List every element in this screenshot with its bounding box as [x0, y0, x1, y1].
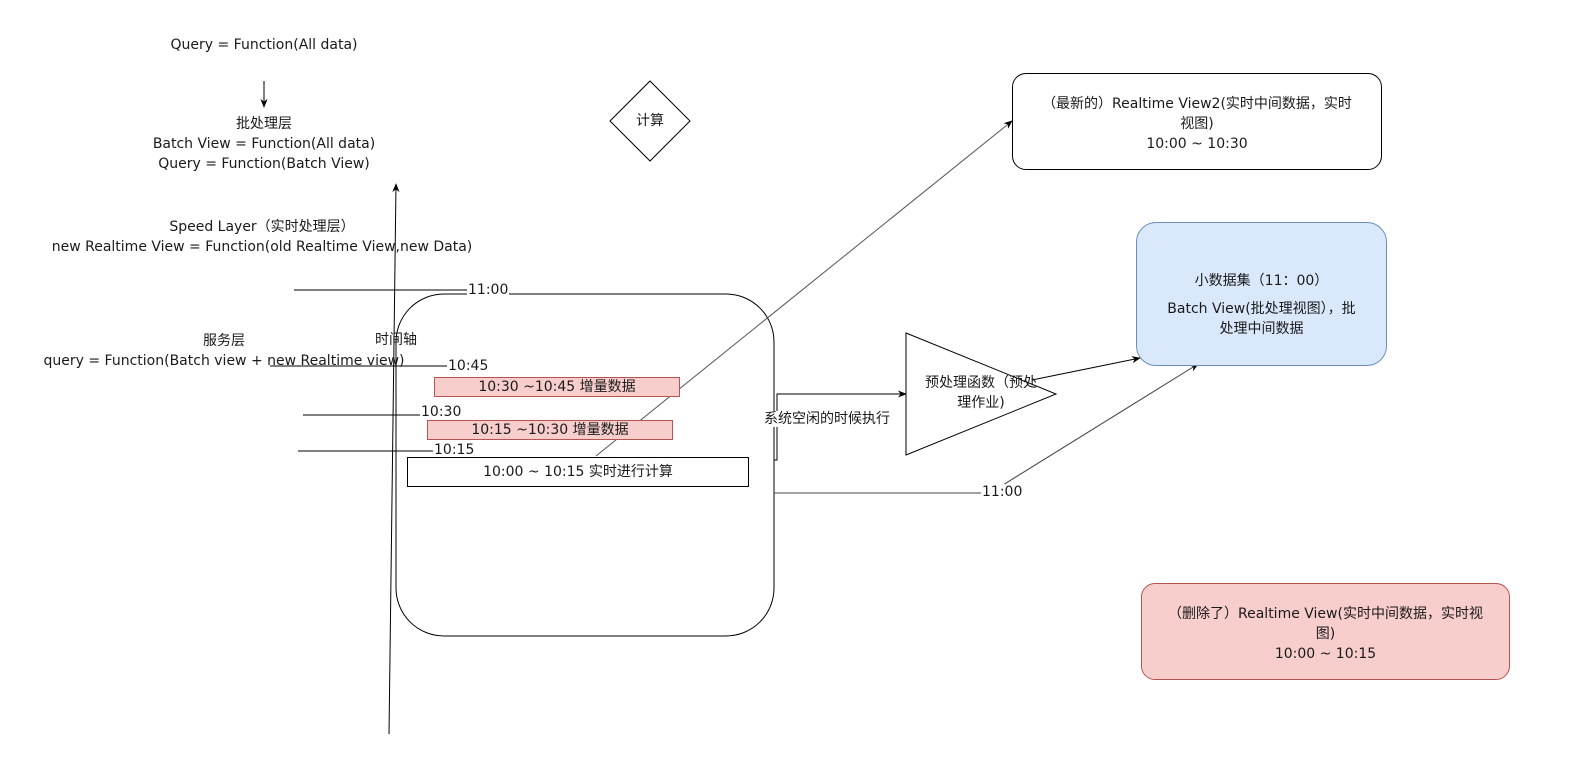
batch-layer-label: 批处理层 Batch View = Function(All data) Que…	[152, 116, 376, 172]
increment-data-1030-1045[interactable]: 10:30 ~10:45 增量数据	[434, 377, 680, 397]
time-mark-1100-top: 11:00	[467, 282, 510, 298]
time-mark-1045: 10:45	[447, 358, 490, 374]
time-mark-1015: 10:15	[433, 442, 476, 458]
time-mark-1100-edge: 11:00	[981, 484, 1024, 500]
arrow-to-latest-view	[595, 120, 1013, 457]
compute-diamond[interactable]	[609, 80, 691, 162]
realtime-calc-1000-1015[interactable]: 10:00 ~ 10:15 实时进行计算	[407, 457, 749, 487]
arrow-preprocess-to-dataset	[1031, 356, 1141, 381]
small-dataset-node[interactable]: 小数据集（11：00） Batch View(批处理视图），批 处理中间数据	[1136, 222, 1387, 366]
arrow-container-to-preprocess	[774, 390, 907, 461]
compute-label: 计算	[636, 113, 664, 129]
preprocess-label: 预处理函数（预处 理作业)	[925, 375, 1037, 411]
increment-data-1015-1030[interactable]: 10:15 ~10:30 增量数据	[427, 420, 673, 440]
timeline-label: 时间轴	[375, 332, 417, 348]
idle-exec-label: 系统空闲的时候执行	[763, 411, 891, 427]
time-window-container[interactable]	[395, 293, 775, 637]
speed-layer-label: Speed Layer（实时处理层） new Realtime View = F…	[51, 219, 473, 255]
latest-realtime-view-node[interactable]: （最新的）Realtime View2(实时中间数据，实时 视图) 10:00 …	[1012, 73, 1382, 170]
serving-layer-label: 服务层 query = Function(Batch view + new Re…	[43, 333, 405, 369]
deleted-realtime-view-node[interactable]: （删除了）Realtime View(实时中间数据，实时视 图) 10:00 ~…	[1141, 583, 1510, 680]
query-all-label: Query = Function(All data)	[170, 37, 358, 53]
timeline-axis	[388, 183, 400, 735]
time-mark-1030: 10:30	[420, 404, 463, 420]
